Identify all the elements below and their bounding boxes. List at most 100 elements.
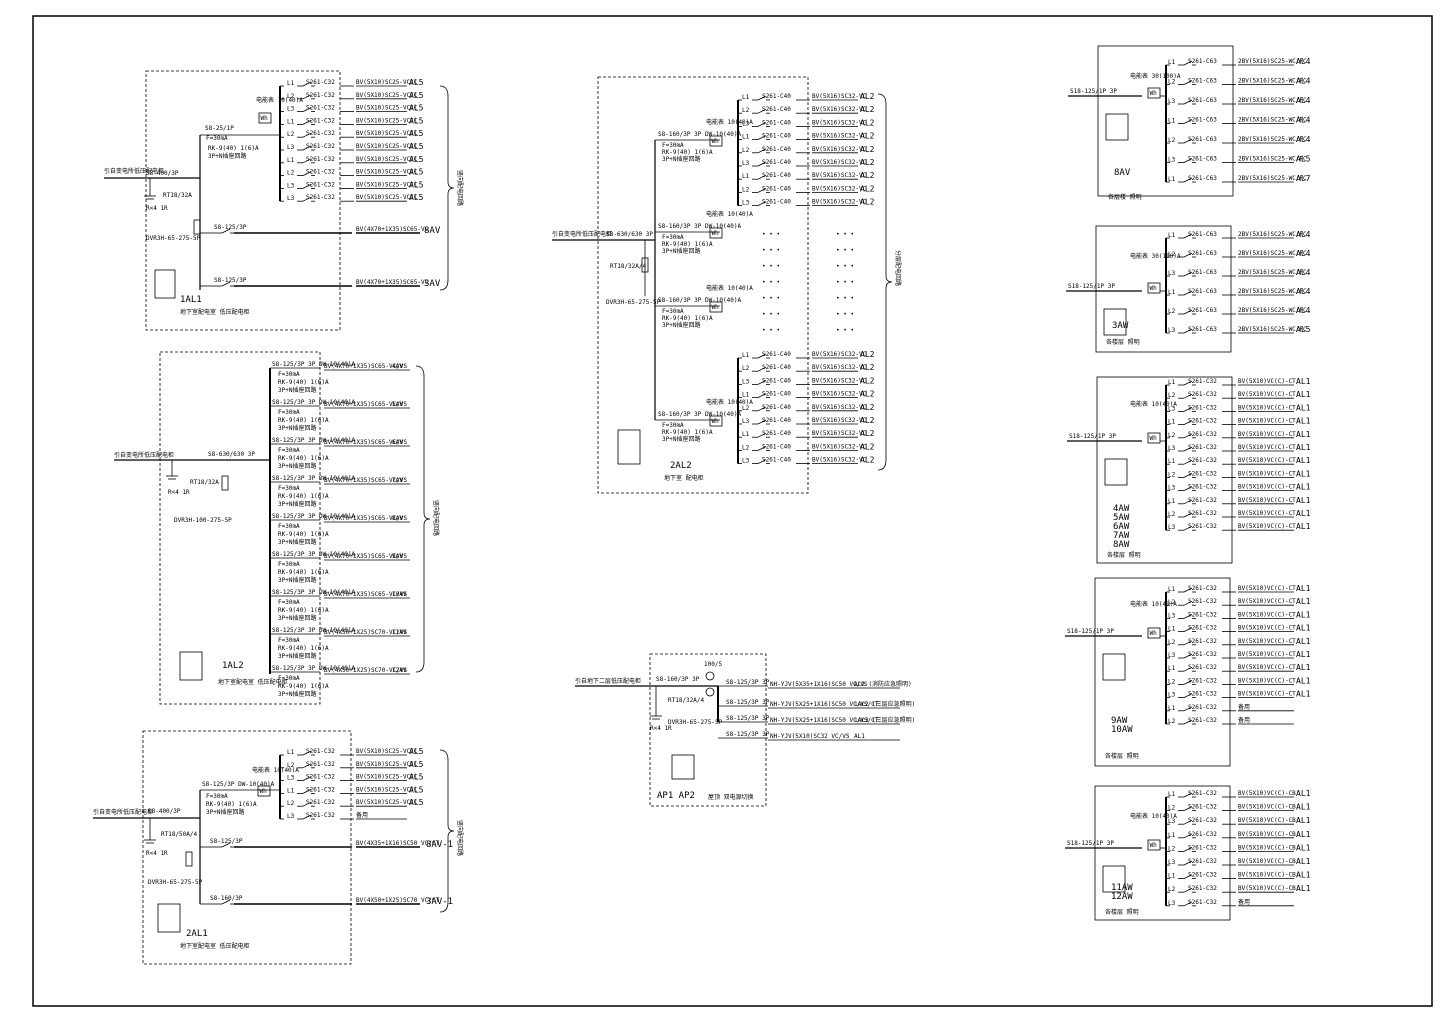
panel-11AW-circuit-breaker-sym-6-blade — [1183, 874, 1193, 879]
panel-4AW-circuit-phase: L3 — [1168, 405, 1176, 412]
panel-3AW-circuit-breaker: S261-C63 — [1188, 231, 1217, 238]
panel-11AW-circuit-cable: BV(5X10)VC(C)-CB — [1238, 885, 1296, 892]
panel-3AW-circuit-phase: L3 — [1168, 270, 1176, 277]
1AL2-out-desc: 3P+N插座回路 — [278, 500, 316, 508]
panel-11AW-circuit-cable: BV(5X10)VC(C)-CB — [1238, 817, 1296, 824]
2AL2-sub-rcd: F=30mA — [662, 308, 684, 315]
panel-11AW-circuit-phase: L1 — [1168, 873, 1176, 880]
2AL2-bottom-phase: L3 — [742, 378, 750, 385]
1AL2-out-breaker: S8-125/3P 3P DW-10(40)A — [272, 551, 355, 558]
1AL1-circuit-dest: AL5 — [409, 116, 424, 125]
panel-3AW-circuit-dest: AL5 — [1296, 325, 1311, 334]
1AL1-meter-box — [258, 112, 272, 124]
1AL2-out-rk: RK-9(40) 1(6)A — [278, 531, 329, 538]
1AL2-out-rk: RK-9(40) 1(6)A — [278, 683, 329, 690]
2AL2-bottom-cable: BV(5X16)SC32-VC — [812, 351, 867, 358]
panel-11AW-circuit-breaker: S261-C32 — [1188, 899, 1217, 906]
AP-row-breaker: S8-125/3P 3P — [726, 679, 770, 686]
1AL1-main-breaker: S8-400/3P — [146, 170, 179, 177]
panel-9AW-circuit-cable: BV(5X10)VC(C)-CT — [1238, 664, 1296, 671]
panel-4AW-circuit-phase: L1 — [1168, 458, 1176, 465]
panel-9AW-circuit-cable: BV(5X10)VC(C)-CT — [1238, 585, 1296, 592]
2AL2-bottom-dest: AL2 — [860, 376, 875, 385]
1AL1-circuit-phase: L1 — [287, 157, 295, 164]
AP-footer: 屋顶 双电源切换 — [708, 793, 754, 801]
panel-9AW-circuit-phase: L1 — [1168, 586, 1176, 593]
panel-9AW-circuit-breaker: S261-C32 — [1188, 677, 1217, 684]
1AL2-ground: R<4 1R — [168, 489, 190, 496]
2AL2-bottom-dest: AL2 — [860, 390, 875, 399]
panel-8AV-circuit-cable: 2BV(5X16)SC25-WC/FC — [1238, 117, 1307, 124]
1AL1-extra-sw-1-blade — [221, 281, 231, 287]
panel-4AW-enclosure — [1096, 376, 1233, 564]
panel-9AW-circuit-breaker-sym-8-blade — [1183, 693, 1193, 698]
2AL2-bottom-breaker-sym-5-blade — [757, 419, 767, 425]
1AL2-out-dest: 7AV — [392, 477, 403, 484]
panel-9AW-circuit-phase: L1 — [1168, 665, 1176, 672]
panel-3AW-circuit-breaker: S261-C63 — [1188, 288, 1217, 295]
panel-4AW-circuit-cable: BV(5X10)VC(C)-CT — [1238, 484, 1296, 491]
panel-8AV-circuit-breaker-sym-2-blade — [1183, 99, 1193, 105]
1AL2-legend-box — [179, 651, 203, 681]
2AL2-top-dest: AL2 — [860, 184, 875, 193]
panel-4AW-circuit-phase: L1 — [1168, 379, 1176, 386]
2AL2-sub-desc: 3P+N插座回路 — [662, 247, 700, 255]
2AL2-1-meter-box — [709, 227, 723, 239]
2AL2-sub-rcd: F=30mA — [662, 422, 684, 429]
2AL2-name: 2AL2 — [670, 461, 692, 471]
panel-3AW-circuit-breaker-sym-5-blade — [1183, 328, 1193, 334]
2AL1-circuit-dest: AL5 — [409, 760, 424, 769]
panel-8AV-name: 8AV — [1114, 168, 1131, 178]
1AL2-out-desc: 3P+N插座回路 — [278, 462, 316, 470]
panel-4AW-circuit-breaker-sym-7-blade — [1183, 473, 1193, 478]
1AL1-circuit-dest: AL5 — [409, 78, 424, 87]
panel-4AW-circuit-dest: AL1 — [1296, 496, 1311, 505]
2AL2-sub-desc: 3P+N插座回路 — [662, 435, 700, 443]
2AL1-circuit-breaker-sym-0-blade — [302, 750, 312, 756]
panel-11AW-circuit-phase: L2 — [1168, 805, 1176, 812]
AP-ct: 100/5 — [704, 661, 722, 668]
1AL1-circuit-breaker: S261-C32 — [306, 130, 335, 137]
panel-11AW-circuit-phase: L3 — [1168, 900, 1176, 907]
2AL1-sub-rcd: F=30mA — [206, 793, 228, 800]
1AL1-circuit-breaker: S261-C32 — [306, 156, 335, 163]
panel-11AW-circuit-breaker: S261-C32 — [1188, 790, 1217, 797]
2AL1-enclosure — [142, 730, 352, 965]
2AL2-side: 分层配电回路 — [894, 250, 902, 286]
1AL2-out-dest: 4AV — [392, 363, 403, 370]
panel-9AW-circuit-phase: L3 — [1168, 652, 1176, 659]
panel-9AW-circuit-breaker-sym-1-blade — [1183, 600, 1193, 606]
1AL1-circuit-breaker-sym-9-blade — [302, 196, 312, 202]
2AL2-sub-rk: RK-9(40) 1(6)A — [662, 149, 713, 156]
panel-3AW-meter-label: 电能表 30(100)A — [1130, 252, 1181, 260]
2AL2-bottom-breaker: S261-C40 — [762, 351, 791, 358]
2AL2-ellipsis-b: • • • — [836, 295, 854, 302]
panel-4AW-circuit-cable: BV(5X10)VC(C)-CT — [1238, 391, 1296, 398]
2AL2-spd: DVR3H-65-275-5P — [606, 299, 661, 306]
1AL2-out-desc: 3P+N插座回路 — [278, 576, 316, 584]
panel-3AW-circuit-breaker: S261-C63 — [1188, 326, 1217, 333]
1AL1-circuit-breaker-sym-6-blade — [302, 158, 312, 164]
panel-4AW-circuit-breaker: S261-C32 — [1188, 484, 1217, 491]
panel-8AV-footer: 各层楼 照明 — [1108, 193, 1142, 201]
2AL2-top-phase: L3 — [742, 160, 750, 167]
panel-4AW-circuit-breaker-sym-11-blade — [1183, 525, 1193, 531]
1AL2-out-rk: RK-9(40) 1(6)A — [278, 493, 329, 500]
panel-9AW-circuit-phase: L3 — [1168, 612, 1176, 619]
2AL2-top-breaker: S261-C40 — [762, 199, 791, 206]
2AL1-extra-dest: 3AV-1 — [426, 897, 453, 907]
panel-4AW-circuit-phase: L2 — [1168, 511, 1176, 518]
panel-4AW-name-line: 8AW — [1113, 540, 1130, 550]
1AL2-out-breaker: S8-125/3P 3P DW-10(40)A — [272, 627, 355, 634]
1AL1-circuit-breaker-sym-0-blade — [302, 81, 312, 87]
1AL1-fuse-box — [193, 219, 201, 235]
panel-4AW-circuit-breaker: S261-C32 — [1188, 523, 1217, 530]
panel-9AW-main-breaker: S18-125/1P 3P — [1067, 628, 1114, 635]
AP-name: AP1 AP2 — [657, 791, 695, 801]
panel-8AV-circuit-phase: L3 — [1168, 157, 1176, 164]
2AL2-top-breaker: S261-C40 — [762, 119, 791, 126]
1AL1-circuit-cable: BV(5X10)SC25-VC/C — [356, 117, 418, 124]
2AL2-bottom-phase: L2 — [742, 405, 750, 412]
